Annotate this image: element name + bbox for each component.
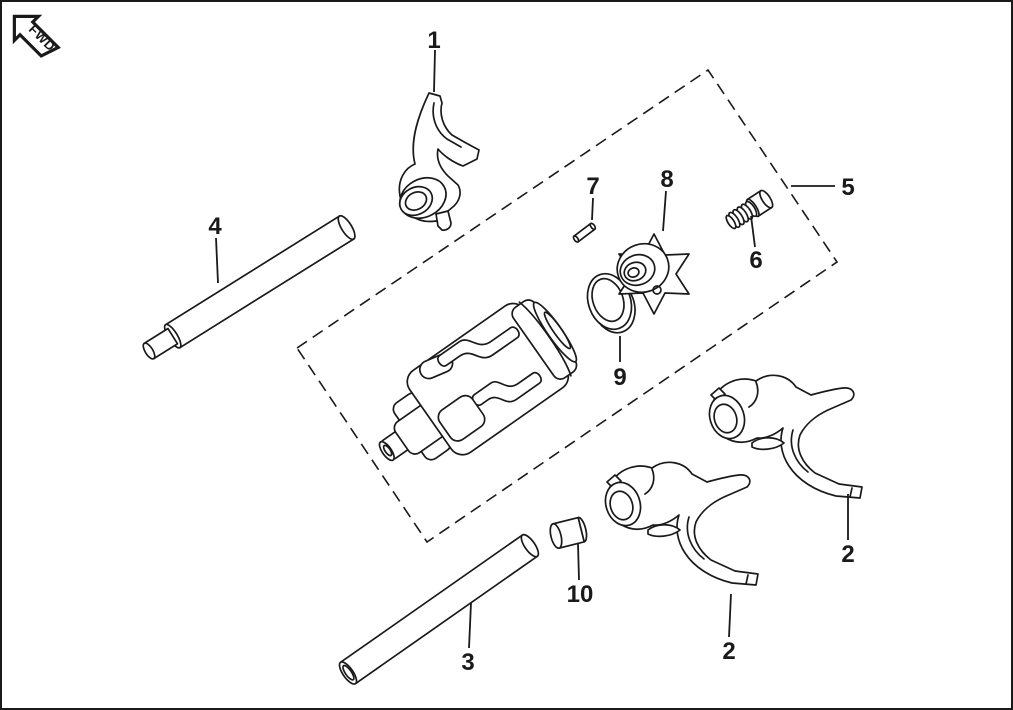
fwd-badge: FWD (12, 14, 61, 58)
callout-label-1: 1 (427, 27, 440, 54)
callout-label-4: 4 (208, 213, 222, 240)
shift-fork-2-lower-drawing (599, 461, 759, 586)
callout-part5-group: 5 (791, 174, 855, 201)
leader-line (728, 593, 732, 638)
callout-part4: 4 (208, 213, 222, 284)
callout-part3: 3 (461, 602, 475, 676)
leader-line (750, 215, 756, 248)
callout-part9: 9 (613, 336, 627, 391)
shift-fork-shaft-upper-drawing (142, 214, 356, 360)
callout-part2-lower: 2 (722, 593, 736, 665)
dowel-pin-drawing (549, 516, 588, 550)
callout-label-6: 6 (749, 247, 762, 274)
leader-line (468, 602, 472, 649)
leader-line (662, 190, 667, 232)
callout-label-8: 8 (660, 166, 673, 193)
callout-label-9: 9 (613, 364, 626, 391)
shift-fork-1-drawing (398, 92, 480, 232)
callout-label-2-lower: 2 (722, 638, 735, 665)
detent-pin-drawing (572, 222, 597, 243)
stopper-screw-spring-drawing (725, 189, 774, 230)
fwd-arrow-icon (12, 14, 61, 58)
callout-part8: 8 (660, 166, 674, 232)
callout-part10: 10 (567, 543, 594, 608)
callout-part1: 1 (427, 27, 441, 93)
callout-part7: 7 (586, 173, 600, 221)
leader-line (215, 237, 219, 284)
shift-cam-star-drawing (616, 233, 690, 315)
callout-label-7: 7 (586, 173, 599, 200)
leader-line (591, 197, 594, 221)
callout-label-3: 3 (461, 649, 474, 676)
callout-label-5: 5 (841, 174, 854, 201)
callout-part2-upper: 2 (841, 494, 855, 568)
callout-part6: 6 (749, 215, 763, 274)
leader-line (577, 543, 580, 581)
callout-label-2-upper: 2 (841, 541, 854, 568)
assembly-group-dashed-box (295, 68, 839, 544)
shift-fork-shaft-lower-drawing (338, 533, 540, 685)
shift-drum-drawing (378, 299, 578, 462)
callout-label-10: 10 (567, 581, 594, 608)
leader-line (433, 49, 436, 93)
